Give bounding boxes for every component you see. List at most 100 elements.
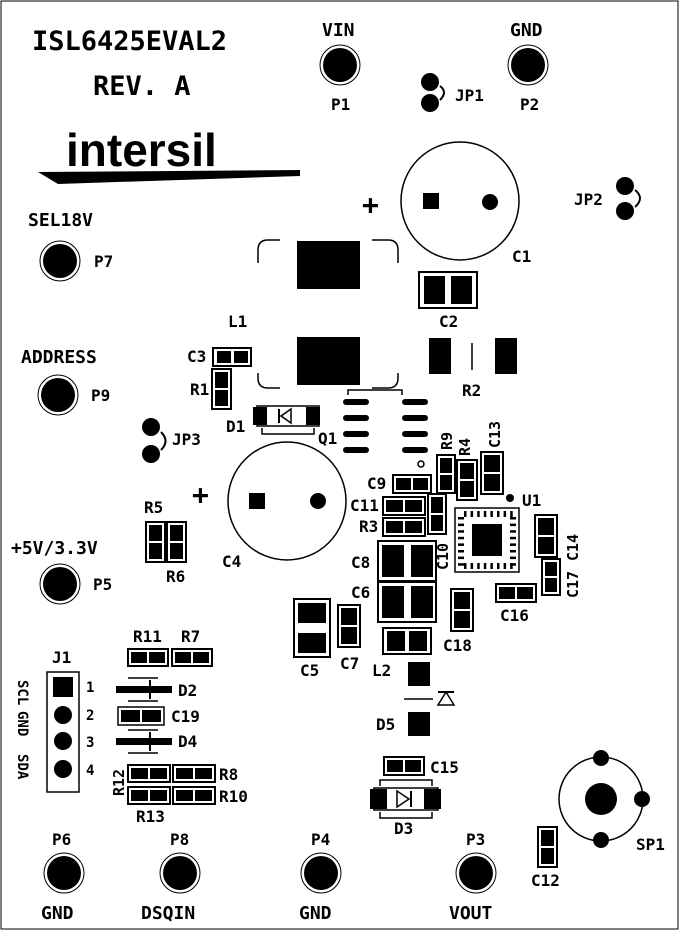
c7-label: C7 <box>340 654 359 673</box>
c18-label: C18 <box>443 636 472 655</box>
q1-label: Q1 <box>318 429 337 448</box>
r2-label: R2 <box>462 381 481 400</box>
c12-label: C12 <box>531 871 560 890</box>
c4-label: C4 <box>222 552 241 571</box>
transistor-q1: Q1 <box>318 389 428 468</box>
u1-pin <box>510 563 516 566</box>
u1-pin <box>458 517 464 520</box>
j1-pin2: 2 <box>86 708 94 724</box>
r1-label: R1 <box>190 380 209 399</box>
capacitor-c4: + C4 <box>192 441 347 571</box>
c6-label: C6 <box>351 583 370 602</box>
resistor-r10: R10 <box>172 786 248 806</box>
pad-gnd-top-label: GND <box>510 20 543 41</box>
u1-pin <box>510 530 516 533</box>
u1-pin <box>510 523 516 527</box>
d5-label: D5 <box>376 715 395 734</box>
u1-pin <box>510 536 516 540</box>
c15-label: C15 <box>430 758 459 777</box>
pad-5v[interactable]: +5V/3.3V P5 <box>11 538 112 605</box>
jp3-label: JP3 <box>172 430 201 449</box>
pad-sel18v[interactable]: SEL18V P7 <box>28 210 113 282</box>
u1-pin <box>510 556 516 560</box>
u1-pin <box>464 563 467 569</box>
pad-5v-ref: P5 <box>93 575 112 594</box>
capacitor-c1: + C1 <box>362 141 531 266</box>
u1-pin <box>458 530 464 533</box>
resistor-r12: R12 <box>110 764 171 796</box>
j1-scl: SCL <box>14 680 30 705</box>
u1-pin <box>458 543 464 546</box>
u1-pin <box>490 511 493 517</box>
c2-label: C2 <box>439 312 458 331</box>
pad-p3[interactable]: P3 VOUT <box>449 830 497 924</box>
pad-p6[interactable]: P6 GND <box>41 830 85 924</box>
jumper-jp1[interactable]: JP1 <box>421 73 484 112</box>
c1-plus-sign: + <box>362 188 379 221</box>
diode-d5: D5 <box>376 662 456 736</box>
resistor-r8: R8 <box>172 764 238 784</box>
u1-pin <box>497 511 500 517</box>
u1-pin <box>497 563 500 569</box>
c1-label: C1 <box>512 247 531 266</box>
pad-gnd-top-ref: P2 <box>520 95 539 114</box>
j1-label: J1 <box>52 648 71 667</box>
pad-p4[interactable]: P4 GND <box>299 830 342 924</box>
u1-pin <box>477 511 480 517</box>
r6-label: R6 <box>166 567 185 586</box>
pad-p8[interactable]: P8 DSQIN <box>141 830 201 924</box>
pad-p8-ref: P8 <box>170 830 189 849</box>
l2-label: L2 <box>372 661 391 680</box>
pad-p4-label: GND <box>299 903 332 924</box>
spring-pin-sp1[interactable]: SP1 <box>558 750 665 854</box>
c3-label: C3 <box>187 347 206 366</box>
capacitor-c3: C3 <box>187 347 252 367</box>
ic-u1: U1 <box>454 491 541 573</box>
pad-vin[interactable]: VIN P1 <box>319 20 361 114</box>
r12-label: R12 <box>110 769 128 796</box>
d3-label: D3 <box>394 819 413 838</box>
resistor-r3: R3 <box>359 517 426 537</box>
j1-gnd: GND <box>14 711 30 736</box>
jumper-jp3[interactable]: JP3 <box>142 418 201 463</box>
l1-label: L1 <box>228 312 247 331</box>
u1-pin <box>510 543 516 546</box>
pad-address[interactable]: ADDRESS P9 <box>21 347 110 416</box>
r5-label: R5 <box>144 498 163 517</box>
resistor-r2: R2 <box>429 338 517 400</box>
j1-pin3: 3 <box>86 735 94 751</box>
diode-d1: D1 <box>226 405 320 436</box>
u1-pin <box>470 511 474 517</box>
j1-pin4: 4 <box>86 763 94 779</box>
pad-p8-label: DSQIN <box>141 903 195 924</box>
capacitor-c2: C2 <box>418 271 478 331</box>
pad-address-label: ADDRESS <box>21 347 97 368</box>
capacitor-c14: C14 <box>534 514 582 561</box>
c13-label: C13 <box>486 421 504 448</box>
c4-plus-sign: + <box>192 478 209 511</box>
capacitor-c6: C6 <box>351 581 437 623</box>
pad-gnd-top[interactable]: GND P2 <box>507 20 549 114</box>
u1-pin <box>483 563 487 569</box>
c9-label: C9 <box>367 474 386 493</box>
resistor-r6: R6 <box>166 521 187 586</box>
u1-label: U1 <box>522 491 541 510</box>
pad-p3-label: VOUT <box>449 903 493 924</box>
u1-pin <box>458 556 464 560</box>
r9-label: R9 <box>438 432 456 450</box>
connector-j1[interactable]: J1 1 2 3 4 SCL GND SDA <box>14 648 94 793</box>
r8-label: R8 <box>219 765 238 784</box>
capacitor-c16: C16 <box>495 583 537 625</box>
inductor-l2: L2 <box>372 627 432 680</box>
capacitor-c5: C5 <box>293 598 331 680</box>
capacitor-c17: C17 <box>541 558 582 598</box>
jumper-jp2[interactable]: JP2 <box>574 177 641 220</box>
resistor-r4: R4 <box>456 438 478 501</box>
board-revision: REV. A <box>93 71 191 102</box>
u1-pin <box>510 511 513 517</box>
pad-5v-label: +5V/3.3V <box>11 538 98 559</box>
capacitor-c12: C12 <box>531 826 560 890</box>
u1-pin <box>458 523 464 527</box>
sp1-label: SP1 <box>636 835 665 854</box>
